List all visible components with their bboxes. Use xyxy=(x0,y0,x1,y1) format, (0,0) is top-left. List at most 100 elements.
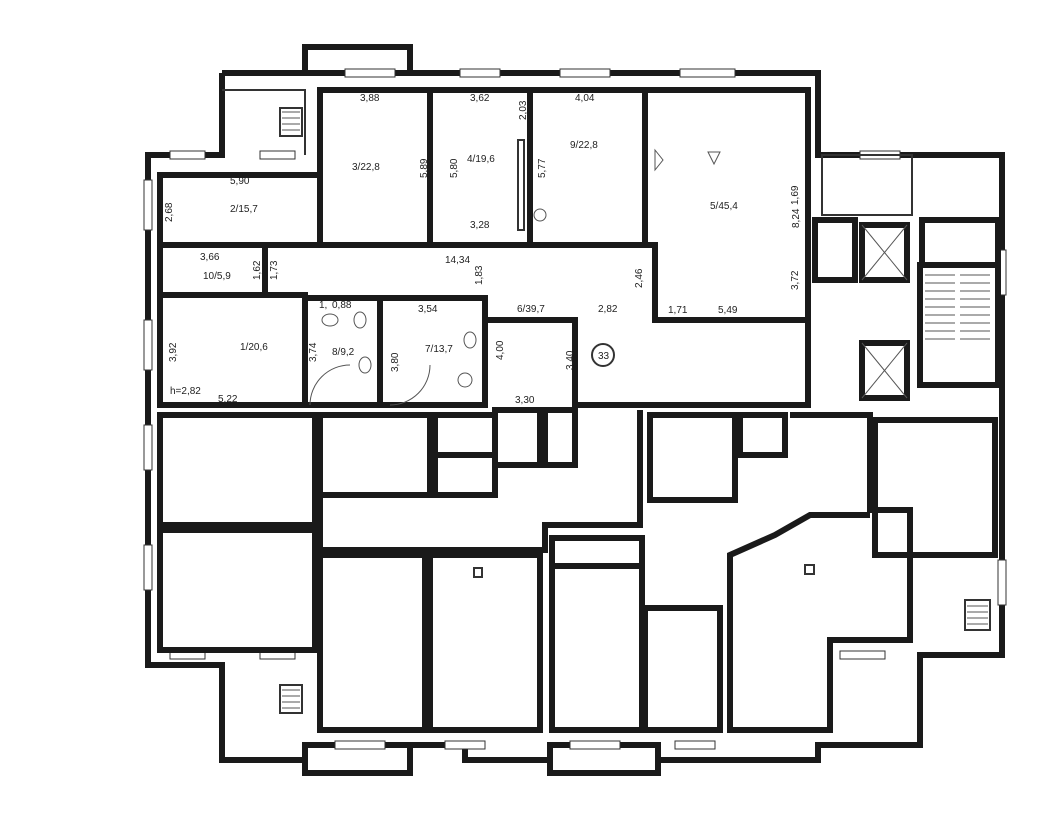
stair-steps xyxy=(925,274,990,340)
dimension: 1,69 xyxy=(790,185,801,205)
toilet-icon xyxy=(463,331,477,349)
dimension: 2,68 xyxy=(164,202,175,222)
window xyxy=(674,740,716,750)
room-label: 4/19,6 xyxy=(467,154,495,165)
dimension: 1,73 xyxy=(269,260,280,280)
dimension: 3,30 xyxy=(515,395,535,406)
dimension: 1,83 xyxy=(474,265,485,285)
room-label: 8/9,2 xyxy=(332,347,355,358)
room-lower-2 xyxy=(157,527,318,653)
window xyxy=(839,650,886,660)
sink-icon xyxy=(533,208,547,222)
room-lower-8 xyxy=(317,552,428,733)
dimension: 4,04 xyxy=(575,93,595,104)
stair-hatch xyxy=(279,107,991,714)
room-label: 7/13,7 xyxy=(425,344,453,355)
room-7 xyxy=(377,295,488,408)
dimension: 4,00 xyxy=(495,340,506,360)
dimension: 2,46 xyxy=(634,268,645,288)
core-right-room xyxy=(919,217,1001,268)
toilet-icon xyxy=(358,356,372,374)
room-label: 2/15,7 xyxy=(230,204,258,215)
room-lower-11 xyxy=(549,563,645,733)
dimension: 5,49 xyxy=(718,305,738,316)
room-lower-10 xyxy=(549,535,645,569)
elevator-2 xyxy=(859,340,910,401)
dimension: 0,88 xyxy=(332,300,352,311)
window xyxy=(997,559,1007,606)
sink-icon xyxy=(457,372,473,388)
dimension: 5,80 xyxy=(449,158,460,178)
marker-circle xyxy=(591,343,615,367)
dimension: 5,22 xyxy=(218,394,238,405)
room-lower-9 xyxy=(427,552,543,733)
dimension: 3,72 xyxy=(790,270,801,290)
window xyxy=(143,544,153,591)
dimension: 3,74 xyxy=(308,342,319,362)
door-arc xyxy=(389,364,431,406)
room-lower-1 xyxy=(157,412,318,528)
upper-rooms xyxy=(157,87,811,408)
room-lower-13 xyxy=(647,412,738,503)
sink-icon xyxy=(321,313,339,327)
dimension: 3,62 xyxy=(470,93,490,104)
dimension: 1,71 xyxy=(668,305,688,316)
triangle-icon xyxy=(707,151,721,166)
dimension: 8,24 xyxy=(791,208,802,228)
elevator-1 xyxy=(859,222,910,283)
dimension: 2,82 xyxy=(598,304,618,315)
window xyxy=(459,68,501,78)
window xyxy=(344,68,396,78)
room-lower-4 xyxy=(432,412,498,458)
room-lower-5 xyxy=(432,452,498,498)
window xyxy=(143,179,153,231)
window xyxy=(259,150,296,160)
dimension: 3,92 xyxy=(168,342,179,362)
elevator-cross xyxy=(861,342,908,399)
left-top-annex xyxy=(222,89,306,155)
window xyxy=(679,68,736,78)
dimension: 3,66 xyxy=(200,252,220,263)
dimension: 2,03 xyxy=(518,100,529,120)
room-lower-16 xyxy=(872,417,998,558)
room-lower-14 xyxy=(737,412,788,458)
stair-core xyxy=(279,107,1001,714)
core-top-room xyxy=(821,154,913,216)
window xyxy=(169,150,206,160)
room-label: 5/45,4 xyxy=(710,201,738,212)
dimension: 3,80 xyxy=(390,352,401,372)
core-room xyxy=(812,217,858,283)
dimension: 1,62 xyxy=(252,260,263,280)
labels: 1/20,6 2/15,7 3/22,8 4/19,6 5/45,4 6/39,… xyxy=(164,93,802,406)
dimension: 5,90 xyxy=(230,176,250,187)
corridor-lower xyxy=(317,410,643,553)
window xyxy=(559,68,611,78)
window xyxy=(444,740,486,750)
marker-label: 33 xyxy=(598,351,610,362)
dimension: 3,54 xyxy=(418,304,438,315)
room-lower-12 xyxy=(642,605,723,733)
window xyxy=(143,424,153,471)
room-label: 3/22,8 xyxy=(352,162,380,173)
column-marker xyxy=(473,567,483,578)
room-label: 1/20,6 xyxy=(240,342,268,353)
column-marker xyxy=(804,564,815,575)
dimension: 1, xyxy=(319,300,327,311)
window xyxy=(569,740,621,750)
dimension: 5,77 xyxy=(537,158,548,178)
room-lower-6 xyxy=(492,407,543,468)
dimension: 3,40 xyxy=(565,350,576,370)
dimension: 14,34 xyxy=(445,255,470,266)
room-label: 6/39,7 xyxy=(517,304,545,315)
window xyxy=(334,740,386,750)
room-6-hall xyxy=(265,242,811,408)
toilet-icon xyxy=(353,311,367,329)
dimension: 3,28 xyxy=(470,220,490,231)
door-arc xyxy=(309,364,351,406)
dimension: 3,88 xyxy=(360,93,380,104)
lower-rooms xyxy=(157,407,998,733)
elevator-cross xyxy=(861,224,908,281)
room-lower-7 xyxy=(542,407,578,468)
room-lower-15 xyxy=(727,412,913,733)
